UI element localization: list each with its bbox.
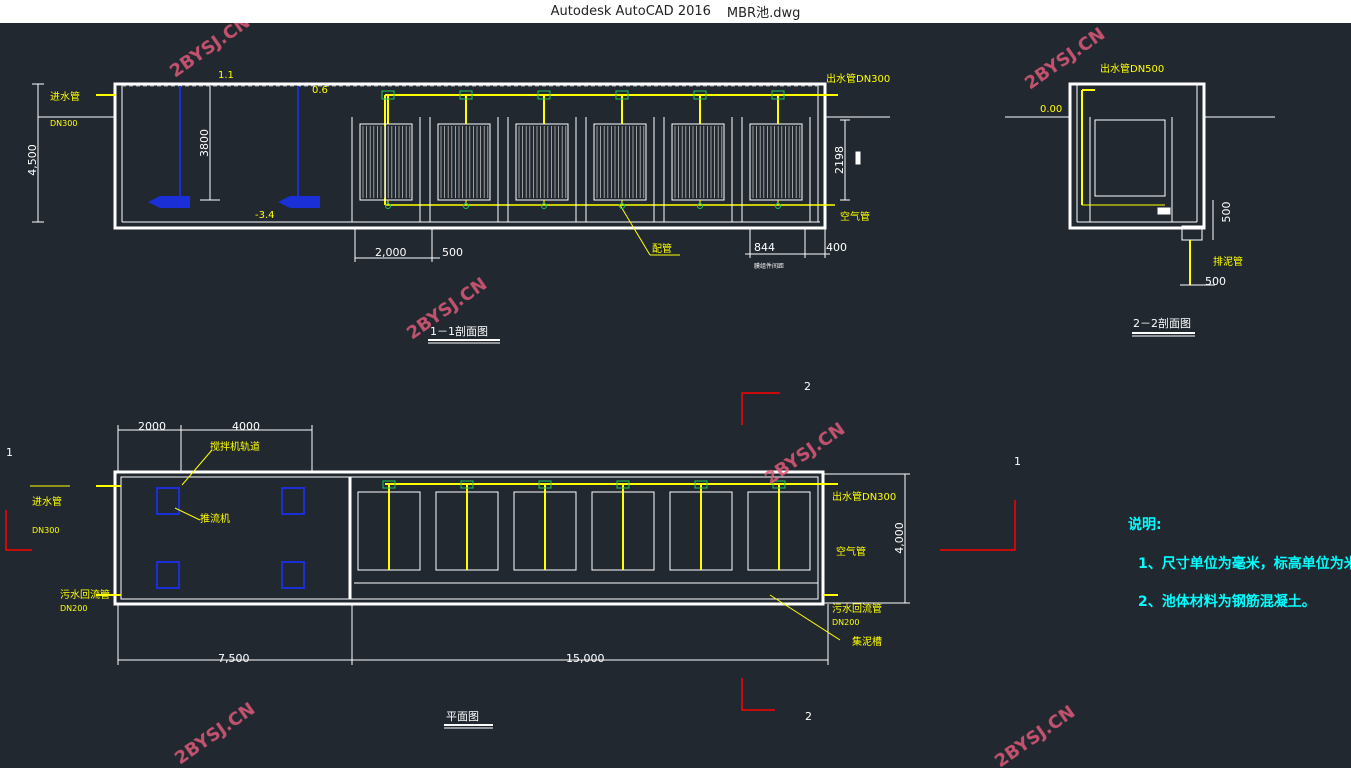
s2-level: 0.00 [1040, 104, 1062, 115]
membrane-module-plan [513, 480, 577, 571]
plan-title: 平面图 [446, 710, 479, 723]
plan-outlet-pipe: 出水管DN300 [832, 490, 896, 503]
file-name: MBR池.dwg [726, 6, 801, 21]
s1-dim-3800: 3800 [198, 129, 211, 157]
s1-header-pipe: 配管 [652, 242, 672, 255]
plan-view [5, 392, 1016, 729]
s2-outlet-pipe: 出水管DN500 [1100, 62, 1164, 75]
s1-dim-2000: 2,000 [375, 246, 407, 259]
plan-cut1-right: 1 [1014, 455, 1021, 468]
plan-inlet-size: DN300 [32, 526, 59, 535]
plan-dim-15000: 15,000 [566, 652, 605, 665]
membrane-modules-s1 [351, 90, 811, 222]
watermark-1: 2BYSJ.CN [166, 23, 254, 82]
plan-dim-2000: 2000 [138, 420, 166, 433]
plan-return-left-size: DN200 [60, 604, 87, 613]
s2-dim-500a: 500 [1220, 202, 1233, 223]
s1-dim-depth: 4,500 [26, 144, 39, 176]
plan-dim-4000-side: 4,000 [893, 522, 906, 554]
tank-wall-s1 [113, 82, 827, 230]
s1-slope1: 1.1 [218, 70, 234, 81]
membrane-module [741, 90, 811, 222]
s1-dim-2198: 2198 [833, 146, 846, 174]
s1-title: 1－1剖面图 [430, 324, 488, 338]
membrane-module [663, 90, 733, 222]
s1-inlet-pipe: 进水管 [50, 90, 80, 103]
plan-inlet-pipe: 进水管 [32, 495, 62, 508]
notes-line2: 2、池体材料为钢筋混凝土。 [1138, 593, 1316, 610]
membrane-module-plan [591, 480, 655, 571]
membrane-module [429, 90, 499, 222]
section-2-2 [1005, 82, 1275, 337]
window-title-bar: Autodesk AutoCAD 2016 MBR池.dwg [0, 0, 1351, 23]
s1-dim-500: 500 [442, 246, 463, 259]
plan-mixer-rail: 搅拌机轨道 [210, 440, 260, 453]
s1-slope2: 0.6 [312, 85, 328, 96]
membrane-module-plan [747, 480, 811, 571]
plan-sludge-trough: 集泥槽 [852, 635, 882, 648]
s2-dim-500b: 500 [1205, 275, 1226, 288]
watermark-6: 2BYSJ.CN [991, 702, 1079, 768]
membrane-module-plan [435, 480, 499, 571]
s2-drain-pipe: 排泥管 [1213, 255, 1243, 268]
s1-dim-844: 844 [754, 241, 775, 254]
watermark-4: 2BYSJ.CN [761, 419, 849, 490]
s1-outlet-pipe: 出水管DN300 [826, 72, 890, 85]
plan-cut2-top: 2 [804, 380, 811, 393]
plan-return-right-size: DN200 [832, 618, 859, 627]
s1-small-label: 膜组件间距 [754, 262, 784, 270]
plan-cut2-bottom: 2 [805, 710, 812, 723]
membrane-module [351, 90, 421, 222]
plan-mixer: 推流机 [200, 512, 230, 525]
plan-air-pipe: 空气管 [836, 545, 866, 558]
s2-title: 2－2剖面图 [1133, 316, 1191, 330]
membrane-module-plan [357, 480, 421, 571]
membrane-module-plan [669, 480, 733, 571]
plan-dim-7500: 7,500 [218, 652, 250, 665]
notes-line1: 1、尺寸单位为毫米，标高单位为米。 [1138, 555, 1351, 572]
drawing-canvas[interactable]: 进水管 DN300 出水管DN300 空气管 配管 1.1 0.6 -3.4 膜… [0, 23, 1351, 768]
notes-heading: 说明: [1128, 516, 1162, 533]
plan-return-right: 污水回流管 [832, 602, 882, 615]
app-title: Autodesk AutoCAD 2016 [550, 4, 711, 19]
plan-cut1-left: 1 [6, 446, 13, 459]
membrane-module [585, 90, 655, 222]
plan-return-left: 污水回流管 [60, 588, 110, 601]
membrane-modules-plan [357, 480, 811, 571]
watermark-5: 2BYSJ.CN [171, 699, 259, 768]
s1-dim-400: 400 [826, 241, 847, 254]
s1-inlet-size: DN300 [50, 119, 77, 128]
membrane-module [507, 90, 577, 222]
s1-air-pipe: 空气管 [840, 210, 870, 223]
plan-dim-4000-top: 4000 [232, 420, 260, 433]
s1-level-bottom: -3.4 [255, 210, 275, 221]
